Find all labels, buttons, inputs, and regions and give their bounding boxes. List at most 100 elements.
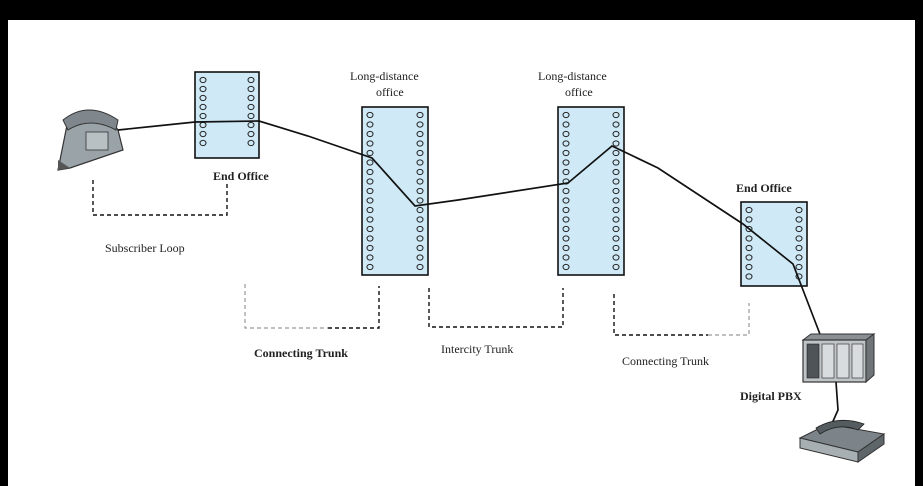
connector-hole [562,197,570,204]
long-distance-office-2-label-line1: Long-distance [538,69,607,83]
connector-hole [247,121,255,129]
connector-hole [562,130,570,138]
connector-hole [795,225,803,233]
connector-hole [795,244,803,252]
connector-hole [247,103,255,111]
telephone-icon [57,109,124,171]
connector-hole [366,263,374,271]
connector-hole [247,94,255,102]
connector-hole [745,225,753,233]
long-distance-office-label-line1: Long-distance [350,69,419,83]
connector-hole [366,111,374,119]
connector-hole [745,254,753,261]
subscriber-loop-label: Subscriber Loop [105,241,185,255]
connector-hole [199,103,207,111]
long-distance-office-box [361,106,429,276]
connector-hole [612,149,620,157]
connector-hole [562,168,570,176]
connector-hole [416,130,424,138]
connecting-trunk-left-label: Connecting Trunk [254,346,348,360]
connecting-trunk-left-bracket [328,286,380,329]
connector-hole [562,149,570,157]
connector-hole [416,187,424,195]
network-diagram: End Office Long-distance office Long-dis… [57,69,886,463]
connector-hole [247,76,255,84]
connector-hole [745,273,753,280]
connector-hole [562,140,570,147]
connector-hole [366,149,374,157]
connector-hole [612,121,620,128]
connector-hole [562,159,570,166]
end-office-label: End Office [213,169,269,183]
diagram-canvas: End Office Long-distance office Long-dis… [8,20,915,486]
connector-hole [416,140,424,147]
subscriber-loop-bracket [92,180,228,216]
connector-hole [562,121,570,128]
connector-hole [562,111,570,119]
connector-hole [416,263,424,271]
connector-hole [366,140,374,147]
connector-hole [416,121,424,128]
connector-hole [366,254,374,261]
connector-hole [199,85,207,93]
connector-hole [366,216,374,223]
connector-hole [416,149,424,157]
connector-hole [416,254,424,261]
connector-hole [247,85,255,93]
connector-hole [416,244,424,252]
connector-hole [745,216,753,223]
pbx-icon [801,333,876,384]
connector-hole [795,206,803,214]
connector-hole [562,235,570,242]
pbx-label: Digital PBX [740,389,802,403]
connector-hole [247,130,255,138]
connector-hole [562,206,570,214]
connector-hole [612,225,620,233]
connecting-trunk-right-label: Connecting Trunk [622,354,709,368]
long-distance-office-box-2 [557,106,625,276]
connector-hole [612,140,620,147]
end-office-box [194,71,260,159]
connector-hole [199,139,207,147]
connector-hole [416,197,424,204]
connector-hole [612,216,620,223]
end-office-2-label: End Office [736,181,792,195]
connector-hole [416,235,424,242]
connector-hole [745,263,753,271]
connector-hole [247,139,255,147]
connecting-trunk-left-bracket-light [244,284,328,329]
connector-hole [562,263,570,271]
connector-hole [612,244,620,252]
connector-hole [795,216,803,223]
intercity-trunk-label: Intercity Trunk [441,342,513,356]
connector-hole [612,254,620,261]
connector-hole [612,130,620,138]
connector-hole [416,225,424,233]
connector-hole [745,235,753,242]
connector-hole [366,168,374,176]
signal-path [117,120,824,343]
connector-hole [612,197,620,204]
connector-hole [366,225,374,233]
connector-hole [612,235,620,242]
connector-hole [199,112,207,120]
connecting-trunk-right-bracket-light [708,303,750,336]
telephone-icon-2 [798,419,886,463]
connector-hole [366,159,374,166]
connector-hole [416,159,424,166]
connector-hole [199,94,207,102]
long-distance-office-2-label-line2: office [565,85,593,99]
connector-hole [416,216,424,223]
connector-hole [562,225,570,233]
connector-hole [612,168,620,176]
connector-hole [366,244,374,252]
connector-hole [366,130,374,138]
connector-hole [795,263,803,271]
connector-hole [416,206,424,214]
connecting-trunk-right-bracket [613,294,708,336]
connector-hole [745,244,753,252]
connector-hole [416,111,424,119]
connector-hole [416,178,424,185]
intercity-trunk-bracket [428,288,564,328]
connector-hole [562,254,570,261]
